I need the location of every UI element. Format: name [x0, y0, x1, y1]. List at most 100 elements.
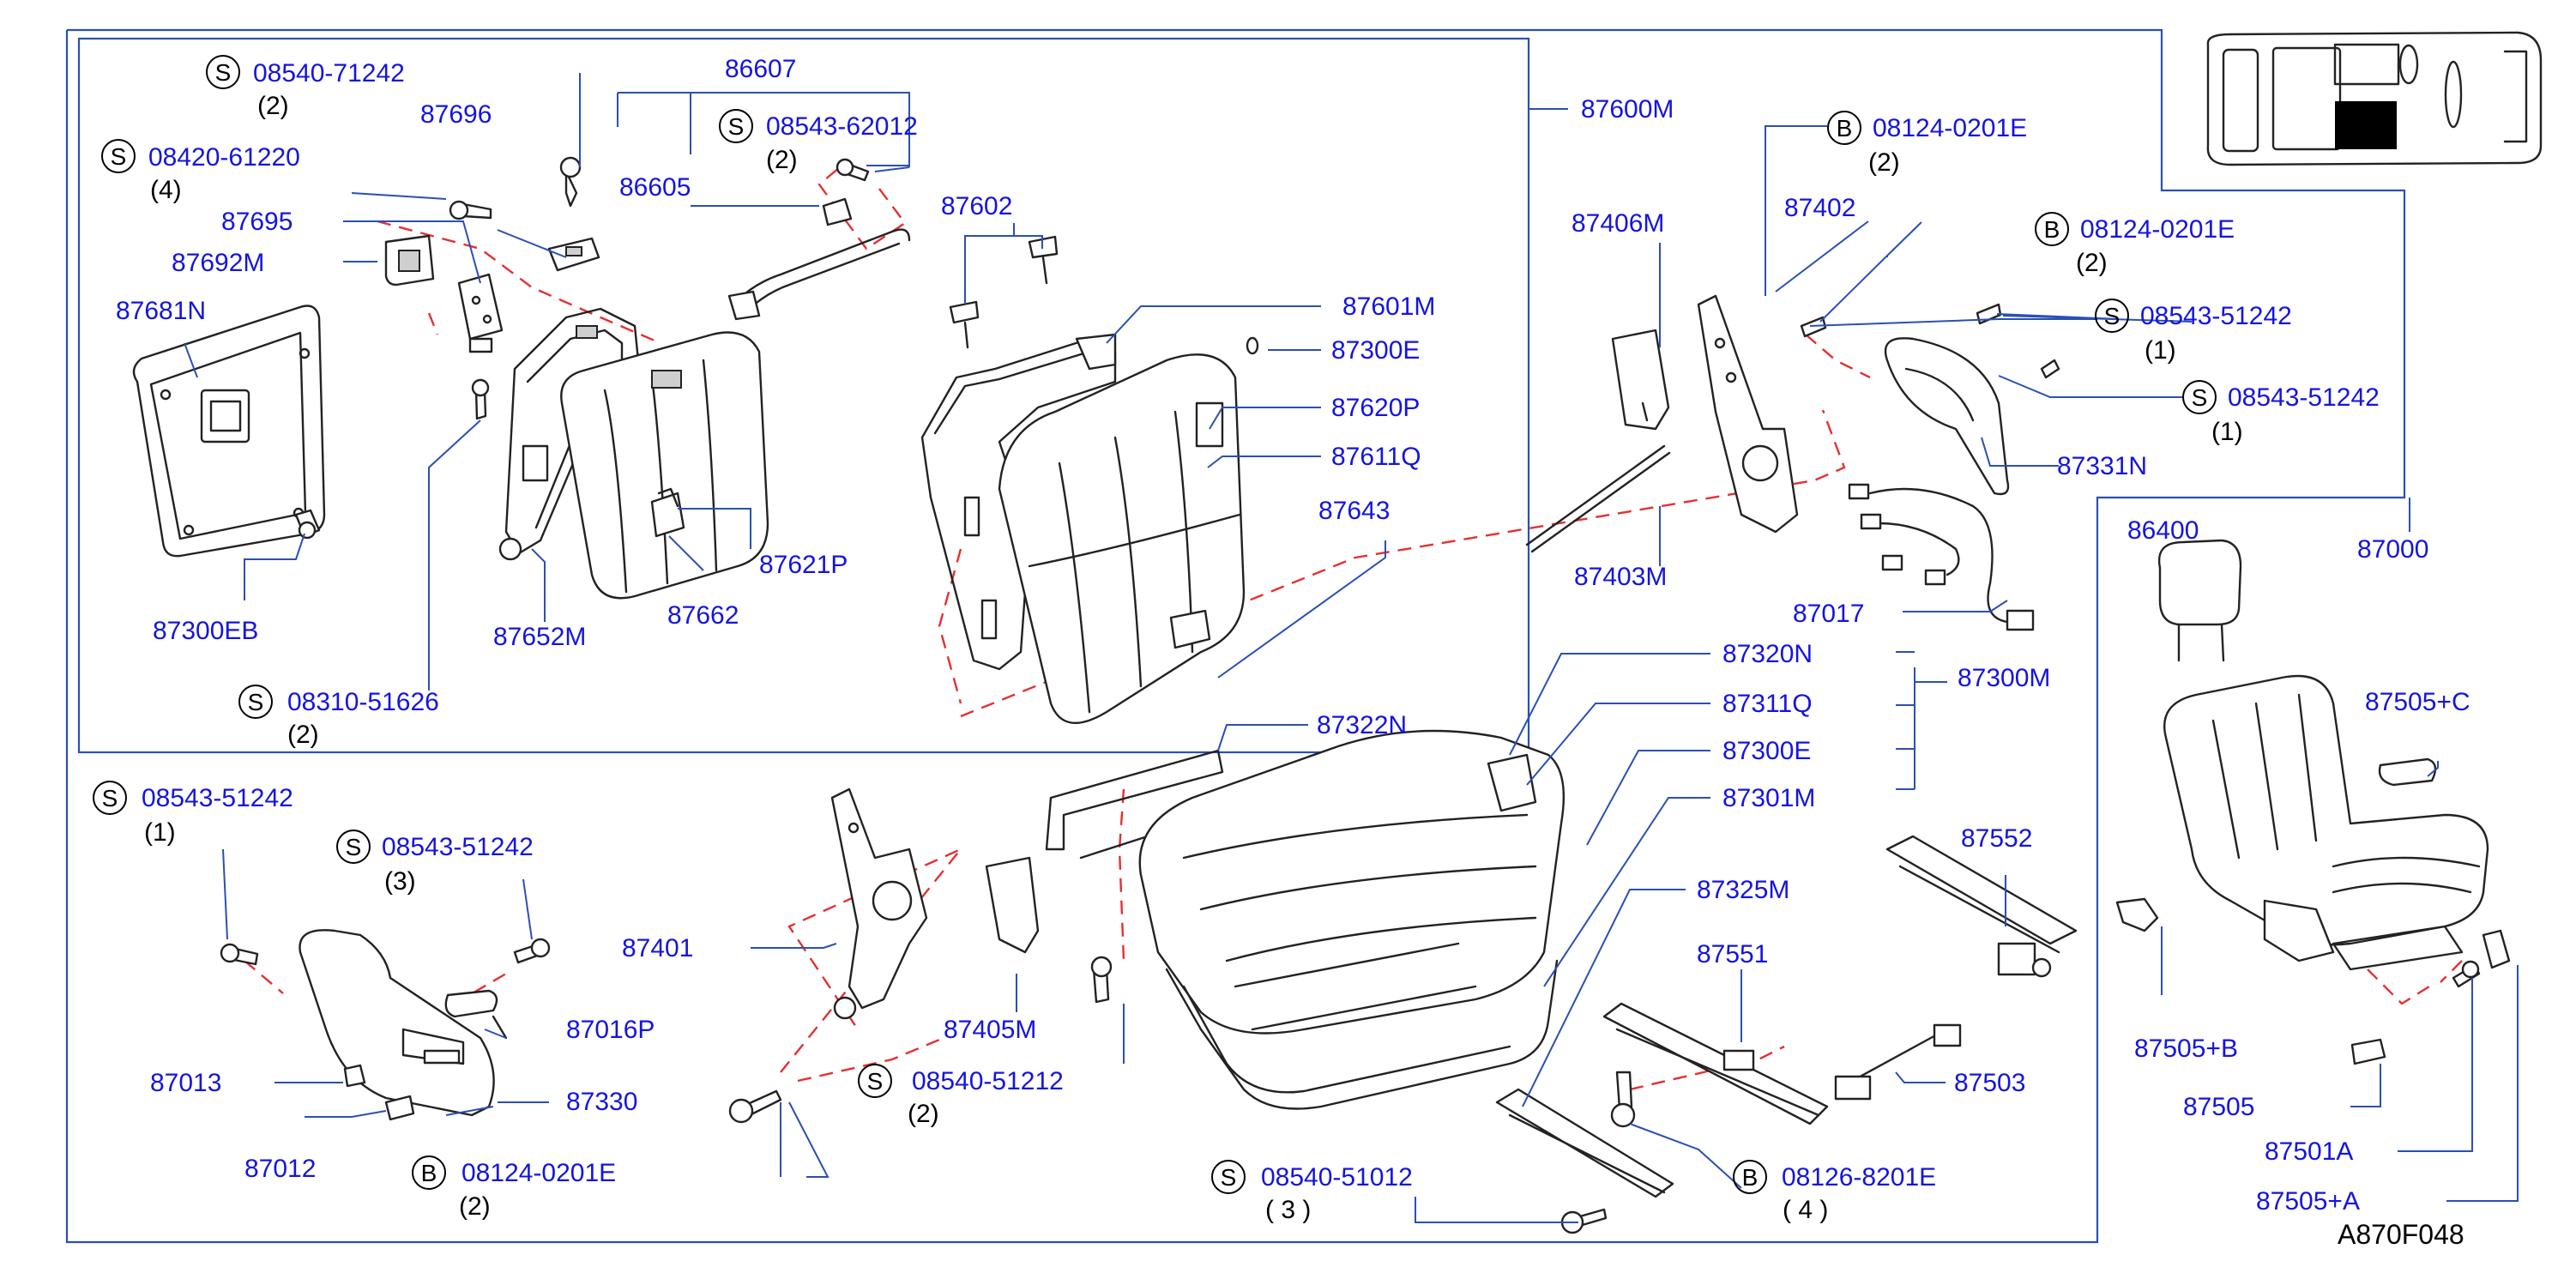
qty-08124-0201E-c: (2) — [459, 1192, 491, 1221]
svg-text:S: S — [1221, 1164, 1237, 1191]
label-87505B: 87505+B — [2134, 1035, 2238, 1063]
label-87012: 87012 — [244, 1155, 316, 1183]
seat-cushion-drawing — [1138, 729, 1566, 1035]
lock-bracket-drawing — [384, 234, 435, 287]
seat-rail-right-drawing — [1602, 1002, 1829, 1125]
badge-08543-51242-r2: S — [2182, 380, 2217, 414]
svg-text:S: S — [346, 834, 362, 860]
frame-outline — [65, 28, 2406, 1244]
label-87621P: 87621P — [759, 551, 848, 579]
label-87552: 87552 — [1961, 824, 2032, 853]
label-87551: 87551 — [1697, 940, 1768, 968]
label-87331N: 87331N — [2057, 452, 2147, 480]
label-08543-51242-r2: 08543-51242 — [2228, 383, 2380, 412]
label-08124-0201E-c: 08124-0201E — [462, 1159, 616, 1187]
label-87402: 87402 — [1784, 194, 1855, 222]
svg-text:B: B — [1742, 1164, 1759, 1191]
badge-08540-71242: S — [206, 55, 240, 89]
label-87601M: 87601M — [1342, 293, 1435, 321]
badge-08543-51242-l1: S — [93, 781, 127, 815]
svg-text:B: B — [2044, 216, 2060, 243]
badge-08543-62012: S — [719, 109, 753, 143]
badge-08124-0201E-c: B — [412, 1155, 446, 1190]
vehicle-locator-icon — [2206, 31, 2543, 166]
label-08420-61220: 08420-61220 — [148, 143, 300, 172]
badge-08126-8201E: B — [1733, 1160, 1767, 1194]
label-87643: 87643 — [1318, 497, 1390, 525]
svg-text:S: S — [111, 143, 127, 170]
recliner-left-drawing — [830, 787, 928, 1020]
label-87503: 87503 — [1954, 1069, 2025, 1097]
svg-text:S: S — [2192, 384, 2208, 411]
label-87013: 87013 — [150, 1069, 221, 1097]
label-87311Q: 87311Q — [1722, 690, 1813, 718]
qty-08126-8201E: ( 4 ) — [1783, 1196, 1828, 1224]
svg-text:B: B — [421, 1160, 437, 1186]
grip-cap-drawing — [822, 197, 853, 226]
label-08124-0201E-a: 08124-0201E — [1873, 114, 2027, 142]
label-08543-51242-l3: 08543-51242 — [382, 833, 534, 861]
svg-text:S: S — [102, 785, 118, 811]
label-87652M: 87652M — [493, 623, 586, 651]
svg-text:S: S — [867, 1068, 884, 1095]
recliner-outer-cover-drawing — [1884, 337, 2010, 496]
recliner-cover-left-drawing — [985, 856, 1040, 954]
qty-08310-51626: (2) — [287, 721, 319, 749]
label-86607: 86607 — [725, 55, 796, 83]
cross-rod-drawing — [1525, 444, 1671, 553]
cap-drawing — [547, 237, 600, 272]
badge-08124-0201E-a: B — [1827, 111, 1861, 145]
label-86400: 86400 — [2127, 516, 2199, 545]
part-labels: 08540-71242 (2) 08420-61220 (4) 87696 86… — [116, 55, 2470, 1250]
label-87600M: 87600M — [1581, 95, 1674, 124]
leader-lines — [184, 73, 2519, 1223]
label-87016P: 87016P — [566, 1016, 655, 1044]
qty-08543-51242-l1: (1) — [144, 818, 176, 847]
lever-knob-drawing — [444, 989, 508, 1040]
svg-text:S: S — [728, 113, 745, 140]
label-87301M: 87301M — [1722, 784, 1815, 812]
label-08310-51626: 08310-51626 — [287, 688, 439, 716]
badge-08543-51242-l3: S — [336, 830, 371, 864]
recliner-right-drawing — [1697, 294, 1799, 534]
label-87000: 87000 — [2357, 535, 2428, 564]
label-08543-51242-l1: 08543-51242 — [142, 784, 293, 812]
power-rail-drawing — [1885, 835, 2078, 978]
label-08124-0201E-b: 08124-0201E — [2080, 215, 2235, 244]
release-cable-drawing — [1834, 1023, 1962, 1101]
label-87505: 87505 — [2183, 1093, 2254, 1121]
headrest-guide-drawing — [949, 235, 1059, 349]
qty-08540-71242: (2) — [257, 92, 289, 120]
label-08126-8201E: 08126-8201E — [1782, 1163, 1936, 1192]
qty-08420-61220: (4) — [150, 176, 182, 204]
label-08543-62012: 08543-62012 — [766, 112, 918, 141]
svg-text:S: S — [248, 689, 264, 715]
label-87300E-mid: 87300E — [1722, 737, 1811, 765]
label-08540-51012: 08540-51012 — [1261, 1163, 1413, 1192]
label-08540-51212: 08540-51212 — [912, 1067, 1064, 1095]
badge-08543-51242-r1: S — [2095, 299, 2129, 333]
back-board-drawing — [132, 305, 326, 558]
label-87403M: 87403M — [1574, 563, 1667, 591]
diagram-code: A870F048 — [2338, 1219, 2464, 1250]
badge-08124-0201E-b: B — [2035, 212, 2069, 246]
label-87620P: 87620P — [1331, 394, 1420, 422]
screw-drawings — [449, 156, 870, 420]
badges: S S S S B B S S S S B S S B — [93, 55, 2217, 1194]
label-87406M: 87406M — [1572, 209, 1664, 238]
seat-assembly-drawing — [2115, 539, 2511, 1065]
label-86605: 86605 — [619, 173, 691, 202]
label-87300M: 87300M — [1958, 664, 2050, 692]
badge-08310-51626: S — [238, 685, 273, 719]
badge-08540-51212: S — [858, 1064, 892, 1098]
label-87681N: 87681N — [116, 297, 206, 325]
back-cushion-drawing — [560, 331, 769, 600]
label-08543-51242-r1: 08543-51242 — [2140, 302, 2292, 330]
qty-08543-51242-l3: (3) — [384, 867, 416, 896]
svg-text:S: S — [2104, 303, 2121, 329]
qty-08543-51242-r1: (1) — [2145, 336, 2176, 365]
label-87320N: 87320N — [1722, 640, 1813, 668]
label-87662: 87662 — [667, 601, 739, 630]
recliner-cover-drawing — [1611, 329, 1670, 431]
